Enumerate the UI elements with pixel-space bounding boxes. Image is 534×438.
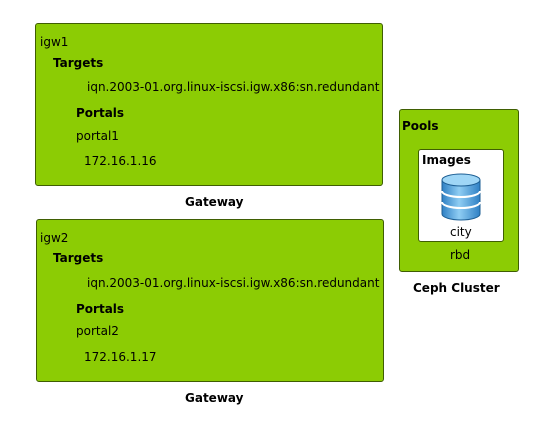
targets-label: Targets [53, 56, 104, 70]
target-iqn: iqn.2003-01.org.linux-iscsi.igw.x86:sn.r… [87, 276, 380, 290]
pool-name: rbd [450, 248, 471, 262]
gateway-name: igw1 [40, 35, 69, 49]
portal-ip: 172.16.1.16 [84, 154, 157, 168]
portals-label: Portals [76, 302, 125, 316]
target-iqn: iqn.2003-01.org.linux-iscsi.igw.x86:sn.r… [87, 80, 380, 94]
gateway-igw2-node: igw2 Targets iqn.2003-01.org.linux-iscsi… [36, 219, 384, 382]
gateway-name: igw2 [40, 231, 69, 245]
pools-node: Pools Images city rbd [399, 109, 519, 272]
portal-name: portal1 [76, 129, 119, 143]
cluster-caption: Ceph Cluster [413, 281, 500, 295]
image-name: city [450, 225, 472, 239]
portal-ip: 172.16.1.17 [84, 350, 157, 364]
targets-label: Targets [53, 251, 104, 265]
gateway-caption: Gateway [185, 391, 244, 405]
gateway-caption: Gateway [185, 195, 244, 209]
images-label: Images [422, 153, 471, 167]
database-icon [441, 173, 481, 221]
portals-label: Portals [76, 106, 125, 120]
portal-name: portal2 [76, 324, 119, 338]
images-node: Images city [418, 149, 504, 242]
gateway-igw1-node: igw1 Targets iqn.2003-01.org.linux-iscsi… [35, 23, 383, 186]
pools-label: Pools [402, 119, 439, 133]
